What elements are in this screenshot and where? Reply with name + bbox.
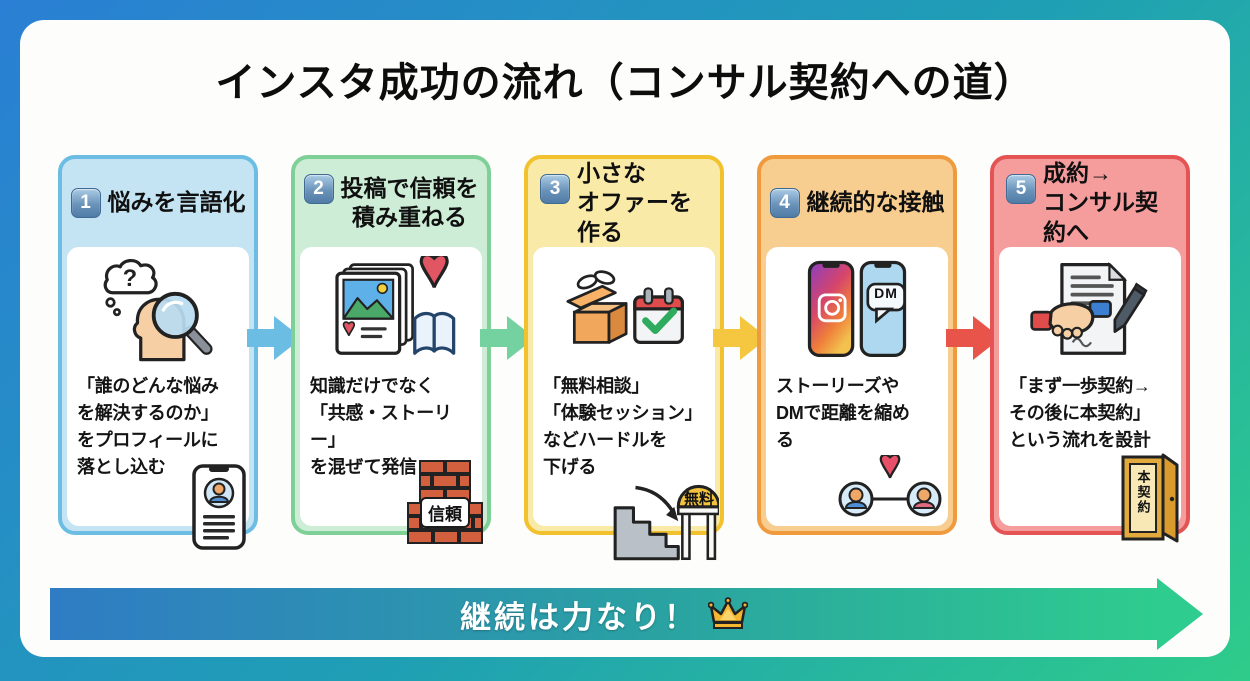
step-1-description: 「誰のどんな悩み を解決するのか」 をプロフィールに 落とし込む [77, 376, 219, 477]
arrow-2-slot [479, 155, 535, 535]
svg-text:?: ? [123, 265, 138, 292]
step-2-body: 知識だけでなく 「共感・ストーリー」 を混ぜて発信 信頼 [300, 247, 483, 544]
step-4-header: 4 継続的な接触 [761, 159, 953, 247]
step-2-title: 投稿で信頼を 積み重ねる [340, 174, 479, 230]
instagram-dm-phones-icon: DM [776, 253, 938, 367]
step-2-header: 2 投稿で信頼を 積み重ねる [295, 159, 487, 247]
flow-arrow-icon [712, 316, 768, 360]
trust-bricks-icon: 信頼 [406, 457, 484, 554]
free-label: 無料 [683, 491, 715, 508]
step-5-header: 5 成約→ コンサル契約へ [994, 159, 1186, 247]
arrow-4-slot [945, 155, 1001, 535]
step-1-number-badge: 1 [70, 188, 101, 218]
step-2-description: 知識だけでなく 「共感・ストーリー」 を混ぜて発信 [310, 376, 452, 477]
flow-arrow-icon [479, 316, 535, 360]
step-1-title: 悩みを言語化 [107, 189, 246, 216]
step-1-body: ? 「誰のどんな悩み を解決するのか」 をプロフィールに 落とし込む [67, 247, 249, 550]
step-4-description: ストーリーズや DMで距離を縮め る [776, 376, 910, 450]
connected-people-icon [838, 453, 942, 524]
step-card-2: 2 投稿で信頼を 積み重ねる [291, 155, 491, 544]
step-2-number-badge: 2 [303, 174, 334, 204]
step-4-title: 継続的な接触 [806, 189, 945, 216]
step-5-description: 「まず一歩契約→ その後に本契約」 という流れを設計 [1009, 376, 1151, 450]
flow-arrow-icon [246, 316, 302, 360]
step-card-5: 5 成約→ コンサル契約へ [990, 155, 1190, 543]
flow-arrow-icon [945, 316, 1001, 360]
infographic-panel: インスタ成功の流れ（コンサル契約への道） 1 悩みを言語化 ? [20, 20, 1230, 657]
thinking-head-magnifier-icon: ? [77, 253, 239, 367]
contract-handshake-icon [1009, 253, 1171, 367]
step-3-body: 「無料相談」 「体験セッション」 などハードルを 下げる 無料 [533, 247, 721, 561]
profile-phone-icon [191, 463, 247, 556]
arrow-3-slot [712, 155, 768, 535]
step-3-description: 「無料相談」 「体験セッション」 などハードルを 下げる [543, 376, 703, 477]
step-5-body: 「まず一歩契約→ その後に本契約」 という流れを設計 本契約 [999, 247, 1181, 543]
step-4-body: DM ストーリーズや DMで距離を縮め る [766, 247, 948, 526]
trust-label: 信頼 [420, 497, 470, 528]
banner-label: 継続は力なり！ [460, 599, 698, 635]
bottom-banner: 継続は力なり！ [50, 578, 1203, 650]
step-3-number-badge: 3 [540, 174, 570, 204]
step-card-4: 4 継続的な接触 [757, 155, 957, 535]
step-4-number-badge: 4 [769, 188, 800, 218]
step-3-title: 小さな オファーを作る [577, 159, 692, 245]
page-title: インスタ成功の流れ（コンサル契約への道） [215, 61, 1035, 105]
step-5-number-badge: 5 [1006, 174, 1036, 204]
gift-calendar-icon [543, 253, 705, 367]
crown-icon [708, 597, 748, 629]
banner-arrowhead-icon [1157, 578, 1203, 650]
step-card-3: 3 小さな オファーを作る [524, 155, 724, 561]
posts-heart-book-icon [310, 253, 472, 367]
step-1-header: 1 悩みを言語化 [62, 159, 254, 247]
step-5-title: 成約→ コンサル契約へ [1043, 159, 1158, 245]
step-card-1: 1 悩みを言語化 ? 「誰の [58, 155, 258, 550]
arrow-1-slot [246, 155, 302, 535]
open-door-icon: 本契約 [1117, 453, 1179, 550]
contract-door-label: 本契約 [1135, 470, 1151, 515]
step-3-header: 3 小さな オファーを作る [528, 159, 720, 247]
stairs-free-gate-icon: 無料 [607, 473, 721, 566]
dm-bubble-label: DM [874, 285, 898, 301]
steps-row: 1 悩みを言語化 ? 「誰の [58, 155, 1190, 561]
